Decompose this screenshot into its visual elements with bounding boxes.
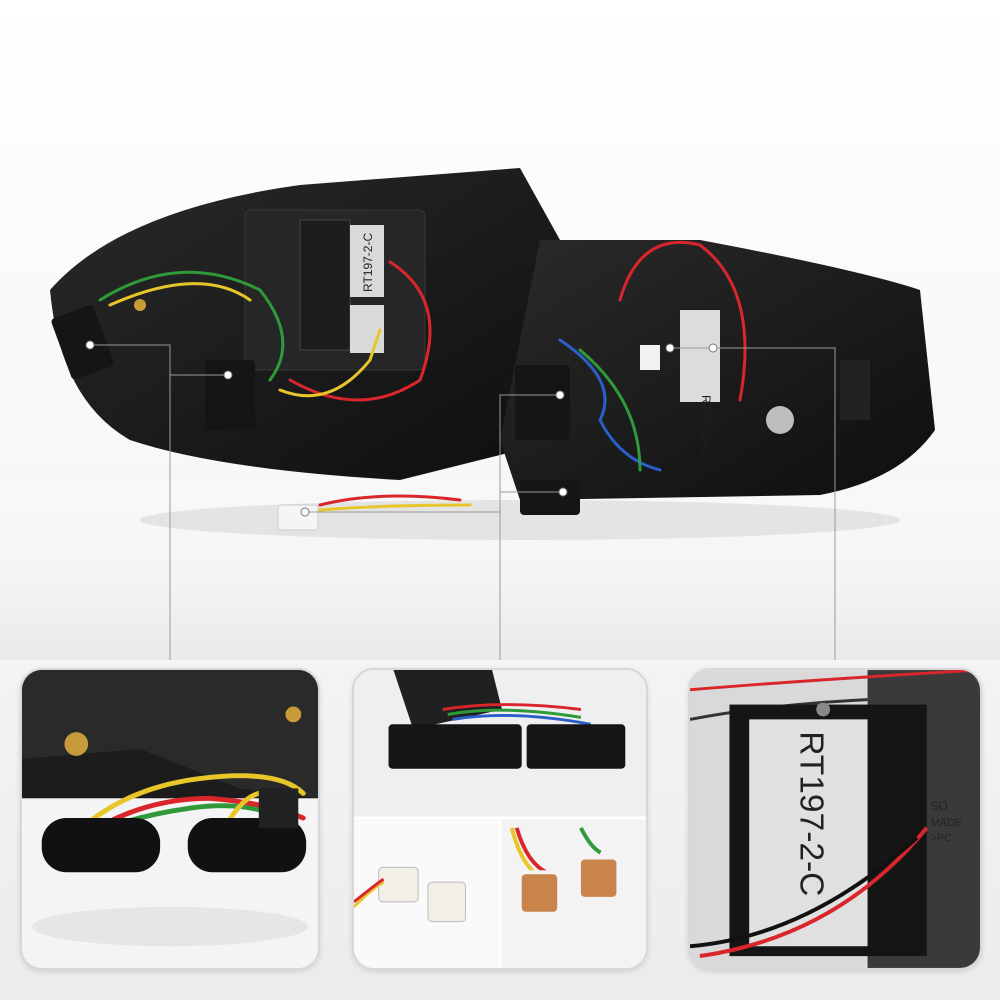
zoom-panel-right-module: RT197-2-C SO MADE >PC xyxy=(688,668,982,970)
part-label-secondary: RT197-2-C xyxy=(699,395,713,454)
middle-panel-image xyxy=(354,670,646,968)
part-label-main: RT197-2-C xyxy=(361,233,375,292)
left-panel-image xyxy=(22,670,318,968)
right-panel-image: RT197-2-C SO MADE >PC xyxy=(690,670,980,968)
zoom-panel-middle-plugs xyxy=(352,668,648,970)
suffix-fragment: >PC xyxy=(931,833,953,845)
zoom-panel-left-connectors xyxy=(20,668,320,970)
brand-fragment: SO xyxy=(931,799,948,813)
made-in-fragment: MADE xyxy=(931,817,962,829)
taillight-main-image: RT197-2-C RT197-2-C xyxy=(0,168,1000,660)
module-part-label: RT197-2-C xyxy=(792,731,829,896)
